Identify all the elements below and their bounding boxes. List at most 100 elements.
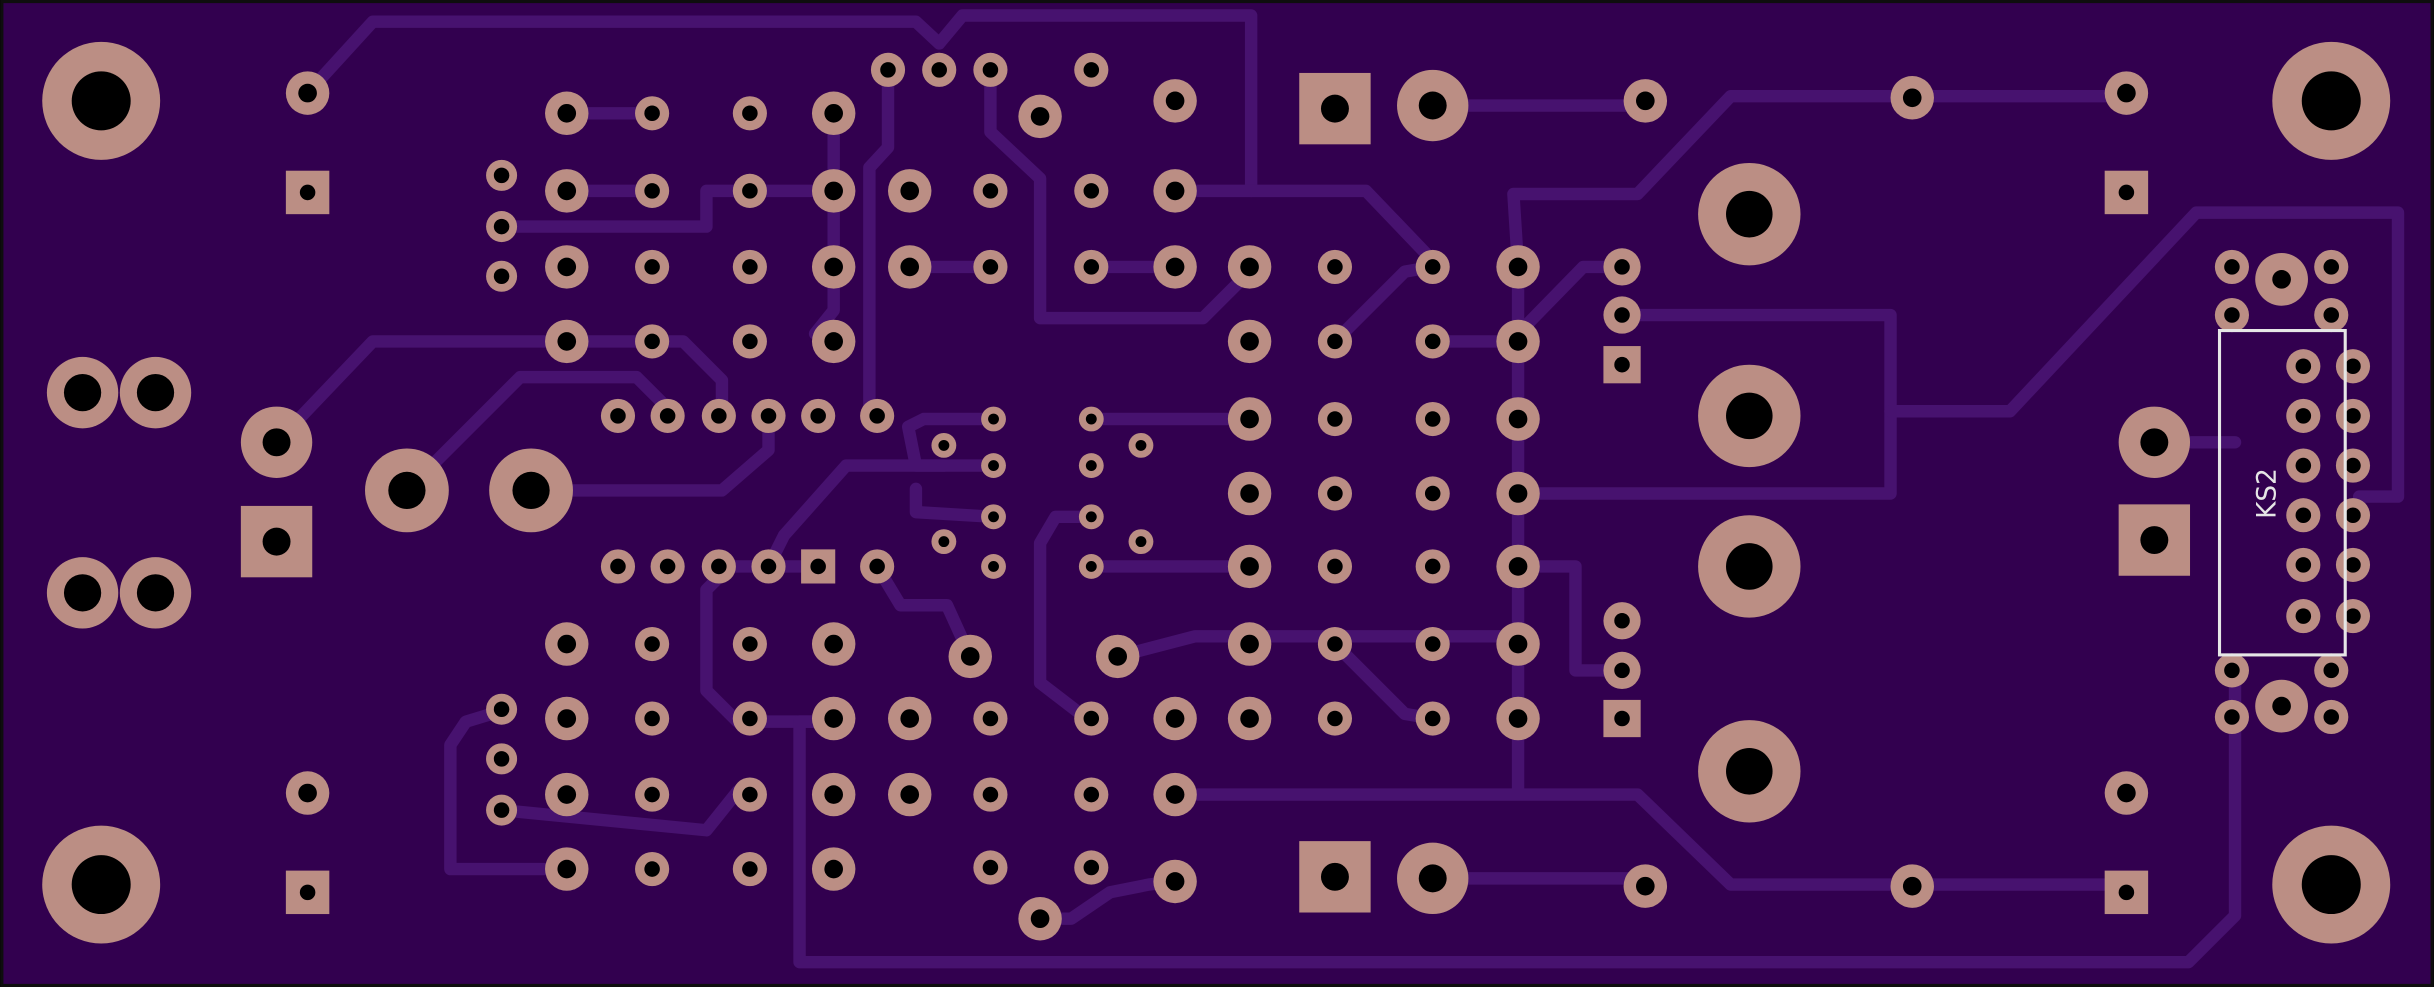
drill-hole xyxy=(2345,408,2361,424)
drill-hole xyxy=(900,181,920,201)
drill-hole xyxy=(2295,608,2312,624)
drill-hole xyxy=(1085,561,1097,572)
drill-hole xyxy=(644,861,660,877)
drill-hole xyxy=(2224,709,2240,725)
drill-hole xyxy=(610,558,626,575)
drill-hole xyxy=(71,855,131,915)
drill-hole xyxy=(1135,439,1147,451)
drill-hole xyxy=(824,103,843,123)
drill-hole xyxy=(2224,259,2240,275)
drill-hole xyxy=(1327,558,1343,575)
drill-hole xyxy=(880,62,896,78)
drill-hole xyxy=(1108,647,1127,666)
drill-hole xyxy=(493,751,510,767)
drill-hole xyxy=(900,709,920,728)
drill-hole xyxy=(982,710,999,727)
drill-hole xyxy=(1030,909,1050,929)
drill-hole xyxy=(2140,526,2169,555)
drill-hole xyxy=(824,785,843,804)
drill-hole xyxy=(1508,257,1528,277)
drill-hole xyxy=(1636,91,1655,111)
drill-hole xyxy=(1424,333,1441,350)
drill-hole xyxy=(1240,709,1259,728)
drill-hole xyxy=(2301,855,2361,915)
drill-hole xyxy=(493,268,510,284)
drill-hole xyxy=(742,259,758,275)
drill-hole xyxy=(1902,88,1922,108)
drill-hole xyxy=(1726,543,1773,590)
drill-hole xyxy=(1614,356,1630,373)
drill-hole xyxy=(1240,409,1259,429)
drill-hole xyxy=(136,374,175,412)
drill-hole xyxy=(1240,557,1259,576)
drill-hole xyxy=(742,333,758,350)
drill-hole xyxy=(2323,709,2340,725)
drill-hole xyxy=(1726,190,1773,238)
drill-hole xyxy=(810,558,826,575)
drill-hole xyxy=(1614,710,1630,727)
drill-hole xyxy=(136,574,175,612)
drill-hole xyxy=(869,408,885,424)
drill-hole xyxy=(742,710,758,727)
drill-hole xyxy=(2140,428,2169,457)
drill-hole xyxy=(1424,636,1441,652)
drill-hole xyxy=(1636,876,1655,896)
drill-hole xyxy=(810,408,826,424)
drill-hole xyxy=(988,561,999,572)
drill-hole xyxy=(644,636,660,652)
drill-hole xyxy=(1083,62,1100,78)
drill-hole xyxy=(742,636,758,652)
drill-hole xyxy=(760,558,777,575)
drill-hole xyxy=(512,471,550,510)
drill-hole xyxy=(1083,710,1100,727)
drill-hole xyxy=(1085,460,1097,471)
drill-hole xyxy=(1424,710,1441,727)
drill-hole xyxy=(824,181,843,201)
drill-hole xyxy=(2345,457,2361,474)
drill-hole xyxy=(2323,259,2340,275)
drill-hole xyxy=(2345,358,2361,375)
drill-hole xyxy=(1327,636,1343,652)
drill-hole xyxy=(1165,91,1185,111)
drill-hole xyxy=(1424,485,1441,502)
drill-hole xyxy=(1327,485,1343,502)
drill-hole xyxy=(1508,409,1528,429)
drill-hole xyxy=(1240,257,1259,277)
drill-hole xyxy=(982,859,999,876)
drill-hole xyxy=(1240,332,1259,351)
drill-hole xyxy=(1614,259,1630,275)
drill-hole xyxy=(644,183,660,199)
drill-hole xyxy=(1508,332,1528,351)
drill-hole xyxy=(63,374,102,412)
drill-hole xyxy=(1418,91,1447,120)
drill-hole xyxy=(557,257,577,277)
drill-hole xyxy=(1614,612,1630,629)
drill-hole xyxy=(644,710,660,727)
drill-hole xyxy=(2118,184,2135,201)
drill-hole xyxy=(1726,748,1773,795)
drill-hole xyxy=(742,786,758,803)
drill-hole xyxy=(742,105,758,122)
drill-hole xyxy=(1726,392,1773,440)
connector-outline xyxy=(2217,329,2347,657)
drill-hole xyxy=(1424,411,1441,427)
drill-hole xyxy=(988,511,999,523)
drill-hole xyxy=(557,181,577,201)
drill-hole xyxy=(659,408,676,424)
drill-hole xyxy=(557,103,577,123)
drill-hole xyxy=(2295,507,2312,523)
drill-hole xyxy=(2295,408,2312,424)
drill-hole xyxy=(1083,183,1100,199)
drill-hole xyxy=(1320,862,1349,891)
drill-hole xyxy=(1083,859,1100,876)
drill-hole xyxy=(1327,411,1343,427)
drill-hole xyxy=(1418,864,1447,893)
drill-hole xyxy=(1165,709,1185,728)
drill-hole xyxy=(1327,710,1343,727)
drill-hole xyxy=(2224,307,2240,323)
pad-group xyxy=(42,41,2391,944)
drill-hole xyxy=(824,634,843,654)
drill-hole xyxy=(938,536,950,548)
drill-hole xyxy=(982,259,999,275)
